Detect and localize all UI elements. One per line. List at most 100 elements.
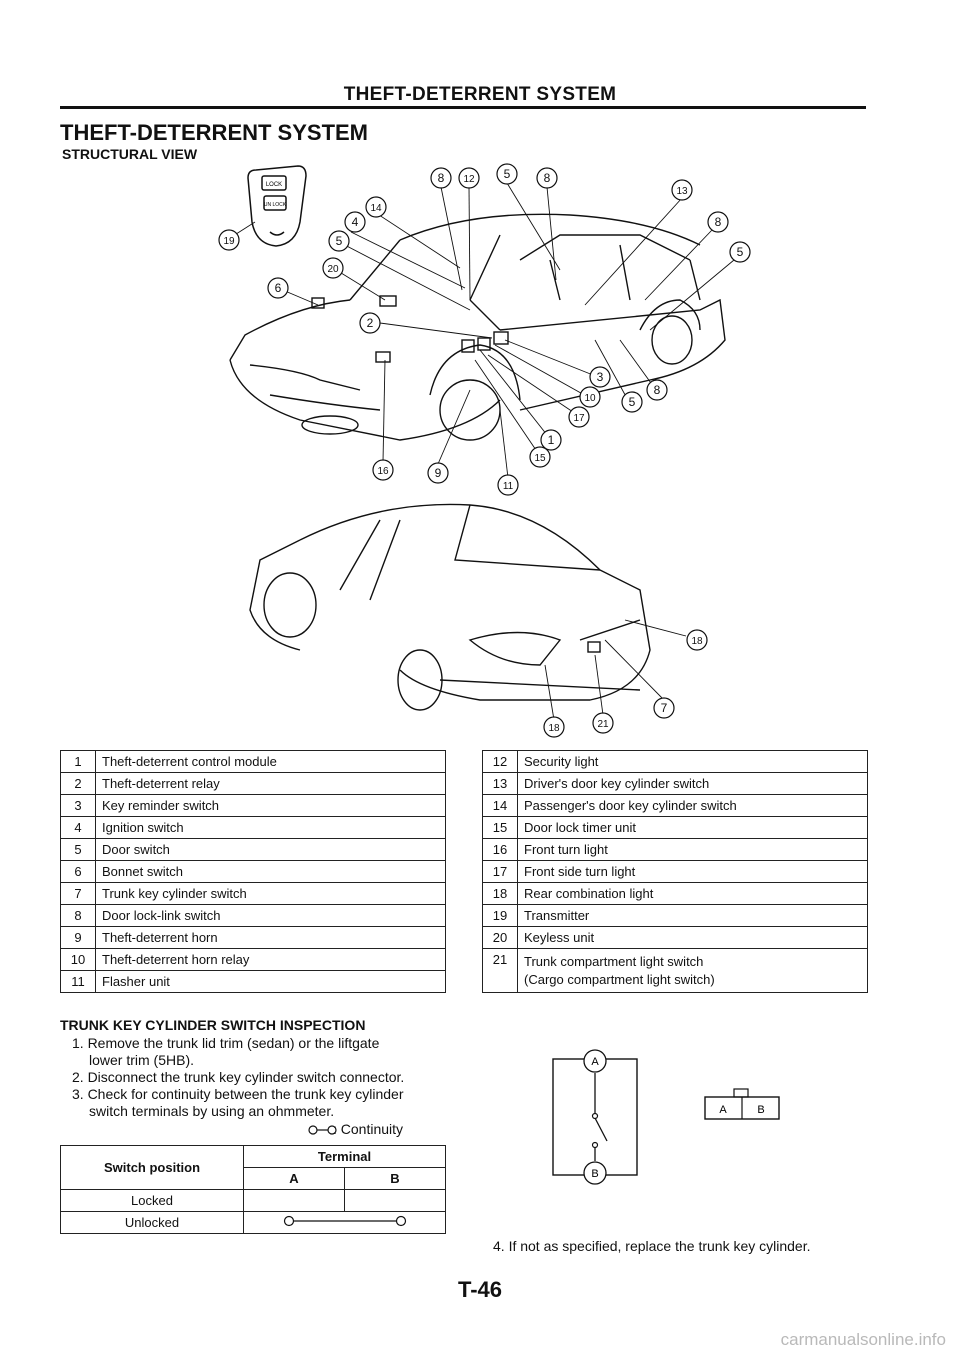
callout-16: 16 [372,459,394,481]
svg-text:17: 17 [573,413,585,424]
step-4: 4. If not as specified, replace the trun… [493,1238,811,1254]
callout-10: 10 [579,386,601,408]
section-title: THEFT-DETERRENT SYSTEM [60,120,369,145]
svg-text:19: 19 [223,236,235,247]
callout-11: 11 [497,474,519,496]
section-subtitle: STRUCTURAL VIEW [62,146,198,162]
svg-text:21: 21 [597,719,609,730]
terminal-a-label: A [591,1056,599,1068]
connector-terminal-b: B [757,1104,764,1116]
continuity-legend: : Continuity [333,1121,404,1137]
table-row: Unlocked [60,1211,446,1234]
callout-9: 9 [427,462,449,484]
page-number: T-46 [457,1277,503,1302]
svg-text:5: 5 [629,395,636,409]
sedan-rear-view [249,503,651,711]
svg-text:10: 10 [584,393,596,404]
svg-text:16: 16 [377,466,389,477]
inspection-title: TRUNK KEY CYLINDER SWITCH INSPECTION [60,1017,366,1033]
terminal-header: Terminal [243,1145,446,1168]
callout-5: 5 [496,163,518,185]
continuity-symbol [308,1125,337,1135]
watermark: carmanualsonline.info [780,1330,946,1349]
svg-text:8: 8 [654,383,661,397]
continuity-mark [283,1215,406,1227]
svg-text:12: 12 [463,174,475,185]
svg-text:5: 5 [504,167,511,181]
sedan-front-view [229,213,726,441]
svg-text:13: 13 [676,186,688,197]
terminal-a-header: A [243,1167,345,1190]
callout-14: 14 [365,196,387,218]
svg-text:3: 3 [597,370,604,384]
callout-21: 21 [592,712,614,734]
callout-1: 1 [540,429,562,451]
svg-text:15: 15 [534,453,546,464]
svg-text:8: 8 [715,215,722,229]
callout-15: 15 [529,446,551,468]
step-2: 2. Disconnect the trunk key cylinder swi… [72,1069,405,1085]
svg-text:14: 14 [370,203,382,214]
callout-7: 7 [653,697,675,719]
inspection-steps: 1. Remove the trunk lid trim (sedan) or … [72,1035,452,1120]
step-3: 3. Check for continuity between the trun… [72,1086,404,1102]
callout-12: 12 [458,167,480,189]
terminal-b-header: B [344,1167,446,1190]
callout-13: 13 [671,179,693,201]
callout-8: 8 [707,211,729,233]
switch-position-header: Switch position [60,1145,244,1190]
callout-8: 8 [646,379,668,401]
svg-text:9: 9 [435,466,442,480]
step-1: 1. Remove the trunk lid trim (sedan) or … [72,1035,380,1051]
switch-continuity-table: Switch position Terminal A B Locked Unlo… [60,1145,446,1234]
callout-leader-lines-front [232,182,735,479]
svg-text:5: 5 [737,245,744,259]
callout-5: 5 [621,391,643,413]
callout-8: 8 [430,167,452,189]
svg-text:8: 8 [438,171,445,185]
callout-3: 3 [589,366,611,388]
svg-text:8: 8 [544,171,551,185]
running-header: THEFT-DETERRENT SYSTEM [343,84,617,105]
transmitter-key-fob [247,165,307,247]
step-3-cont: switch terminals by using an ohmmeter. [89,1103,335,1119]
svg-text:4: 4 [352,215,359,229]
callout-18: 18 [543,716,565,738]
callout-8: 8 [536,167,558,189]
callout-5: 5 [729,241,751,263]
svg-text:18: 18 [548,723,560,734]
svg-text:7: 7 [661,701,668,715]
svg-text:1: 1 [548,433,555,447]
structural-view-illustration: LOCK UN LOCK [218,163,751,738]
header-rule [60,106,866,109]
callout-17: 17 [568,406,590,428]
callout-19: 19 [218,229,240,251]
callout-2: 2 [359,312,381,334]
unlock-button-label: UN LOCK [264,202,287,208]
svg-text:6: 6 [275,281,282,295]
svg-text:18: 18 [691,636,703,647]
callout-4: 4 [344,211,366,233]
connector-terminal-a: A [719,1104,727,1116]
step-1-cont: lower trim (5HB). [89,1052,195,1068]
